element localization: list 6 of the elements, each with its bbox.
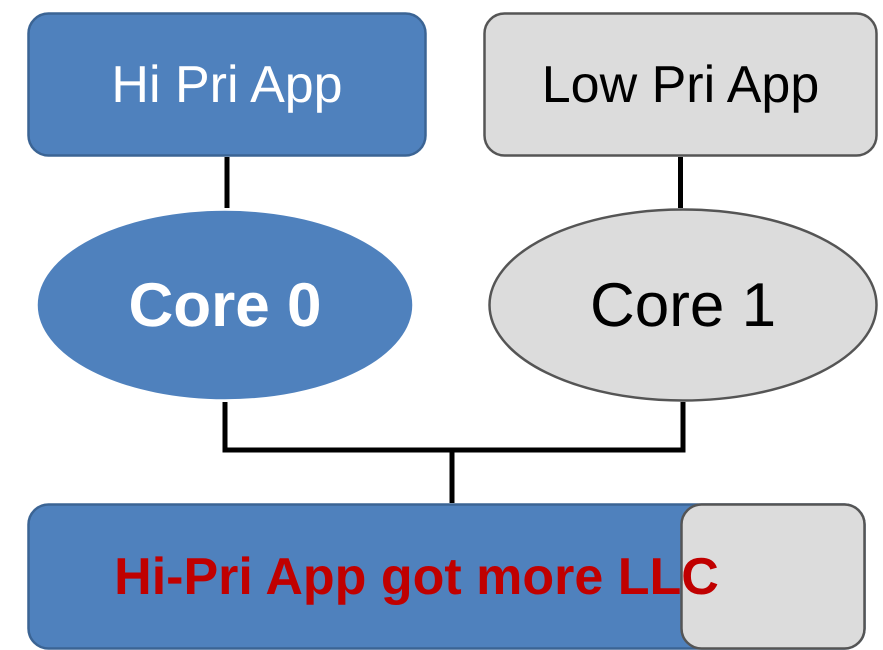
node-label: Hi Pri App (111, 54, 343, 114)
connector-line (224, 157, 230, 208)
node-label: Low Pri App (542, 54, 820, 114)
node-label: Core 1 (590, 270, 776, 340)
connector-line (678, 157, 683, 208)
node-label: Core 0 (128, 270, 322, 340)
